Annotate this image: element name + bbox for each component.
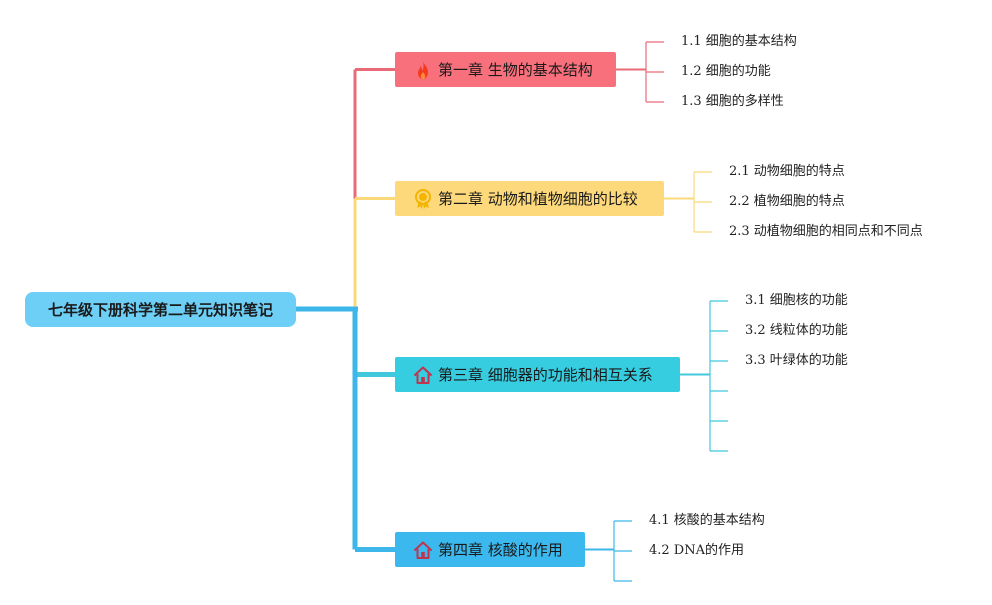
chapter-4-node[interactable]: 第四章 核酸的作用 — [395, 532, 585, 567]
topic-2-3[interactable]: 2.3 动植物细胞的相同点和不同点 — [729, 224, 923, 239]
fire-icon — [413, 60, 433, 80]
topic-3-1[interactable]: 3.1 细胞核的功能 — [745, 293, 848, 308]
root-topic[interactable]: 七年级下册科学第二单元知识笔记 — [25, 292, 296, 327]
award-icon — [413, 188, 433, 209]
chapter-3-node[interactable]: 第三章 细胞器的功能和相互关系 — [395, 357, 680, 392]
house-icon — [413, 540, 433, 560]
topic-3-2[interactable]: 3.2 线粒体的功能 — [745, 323, 848, 338]
topic-2-1[interactable]: 2.1 动物细胞的特点 — [729, 164, 845, 179]
chapter-4-label: 第四章 核酸的作用 — [438, 541, 563, 559]
topic-2-2[interactable]: 2.2 植物细胞的特点 — [729, 194, 845, 209]
topic-4-1[interactable]: 4.1 核酸的基本结构 — [649, 513, 765, 528]
chapter-3-label: 第三章 细胞器的功能和相互关系 — [438, 366, 653, 384]
chapter-1-label: 第一章 生物的基本结构 — [438, 61, 593, 79]
topic-1-3[interactable]: 1.3 细胞的多样性 — [681, 94, 784, 109]
topic-1-1[interactable]: 1.1 细胞的基本结构 — [681, 34, 797, 49]
chapter-2-label: 第二章 动物和植物细胞的比较 — [438, 190, 638, 208]
chapter-1-node[interactable]: 第一章 生物的基本结构 — [395, 52, 616, 87]
root-topic-label: 七年级下册科学第二单元知识笔记 — [47, 301, 273, 319]
topic-4-2[interactable]: 4.2 DNA的作用 — [649, 543, 744, 558]
chapter-2-node[interactable]: 第二章 动物和植物细胞的比较 — [395, 181, 664, 216]
topic-3-3[interactable]: 3.3 叶绿体的功能 — [745, 353, 848, 368]
topic-1-2[interactable]: 1.2 细胞的功能 — [681, 64, 771, 79]
house-icon — [413, 365, 433, 385]
